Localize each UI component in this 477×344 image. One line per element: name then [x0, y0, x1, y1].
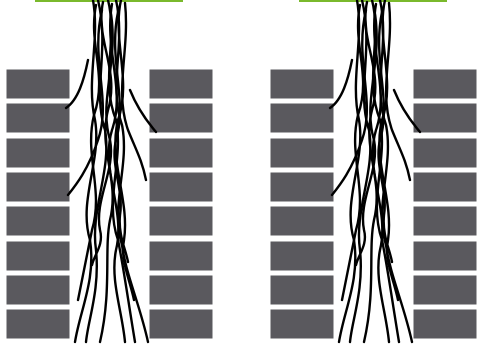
wall-block: [6, 241, 70, 271]
wall-block: [149, 241, 213, 271]
wall-block: [413, 138, 477, 168]
wall-block: [6, 69, 70, 99]
wall-block: [6, 103, 70, 133]
wall-block: [149, 275, 213, 305]
wall-block: [270, 275, 334, 305]
wall-block: [149, 138, 213, 168]
wall-block: [270, 69, 334, 99]
wall-block: [6, 138, 70, 168]
wall-block: [6, 172, 70, 202]
wall-block: [149, 103, 213, 133]
wall-block: [6, 206, 70, 236]
wall-block: [270, 309, 334, 339]
wall-block: [6, 275, 70, 305]
wall-block: [149, 206, 213, 236]
wall-block: [149, 69, 213, 99]
wall-block: [413, 309, 477, 339]
wall-block: [149, 172, 213, 202]
wall-block: [270, 172, 334, 202]
wall-block: [270, 241, 334, 271]
wall-block: [270, 103, 334, 133]
wall-block: [149, 309, 213, 339]
wall-block: [413, 103, 477, 133]
wall-block: [270, 206, 334, 236]
wall-block: [413, 172, 477, 202]
wall-block: [413, 241, 477, 271]
wall-block: [6, 309, 70, 339]
wall-block: [413, 275, 477, 305]
wall-block: [270, 138, 334, 168]
wall-block: [413, 206, 477, 236]
wall-block: [413, 69, 477, 99]
